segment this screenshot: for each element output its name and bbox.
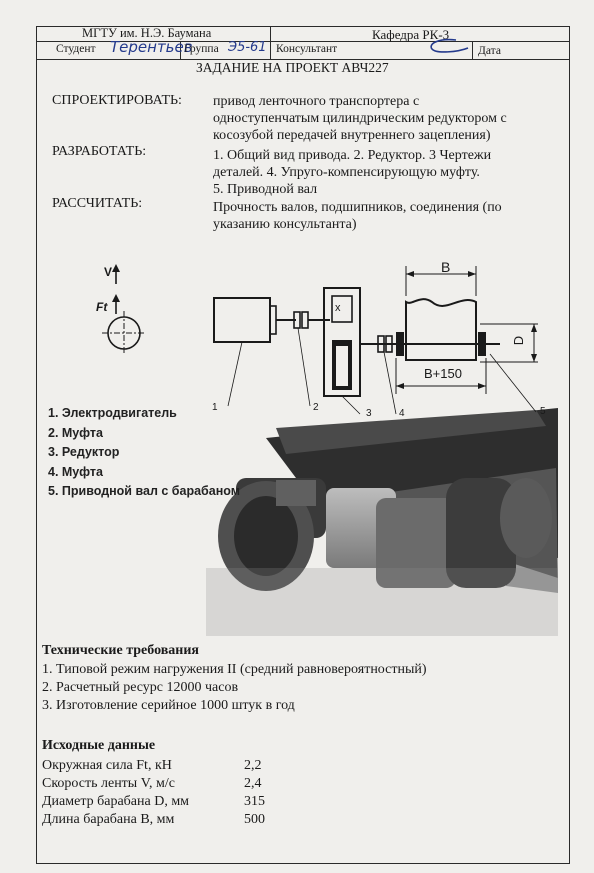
- student-label: Студент: [56, 43, 96, 55]
- drive-schematic: [213, 266, 538, 415]
- component-legend: 1. Электродвигатель 2. Муфта 3. Редуктор…: [48, 404, 240, 502]
- data-row-label: Длина барабана B, мм: [42, 812, 175, 827]
- header-divider: [180, 41, 181, 59]
- force-velocity-diagram: [102, 264, 146, 355]
- develop-text: 1. Общий вид привода. 2. Редуктор. 3 Чер…: [213, 147, 491, 198]
- text-line: указанию консультанта): [213, 217, 357, 232]
- gear-mark: x: [335, 302, 341, 314]
- data-row-value: 2,4: [244, 776, 262, 791]
- student-name: Терентьев: [110, 38, 193, 56]
- text-line: деталей. 4. Упруго-компенсирующую муфту.: [213, 165, 480, 180]
- calculate-text: Прочность валов, подшипников, соединения…: [213, 199, 502, 233]
- data-row-value: 500: [244, 812, 265, 827]
- calculate-label: РАССЧИТАТЬ:: [52, 196, 143, 211]
- text-line: 5. Приводной вал: [213, 182, 318, 197]
- initial-data-title: Исходные данные: [42, 738, 156, 753]
- legend-item: 5. Приводной вал с барабаном: [48, 484, 240, 498]
- design-label: СПРОЕКТИРОВАТЬ:: [52, 93, 182, 108]
- drum-length-label: B: [441, 259, 451, 275]
- text-line: 1. Общий вид привода. 2. Редуктор. 3 Чер…: [213, 148, 492, 163]
- date-label: Дата: [478, 45, 501, 57]
- university-name: МГТУ им. Н.Э. Баумана: [82, 26, 212, 40]
- signature: [430, 38, 469, 53]
- overall-length-label: B+150: [424, 366, 462, 381]
- header-divider: [270, 26, 271, 59]
- requirements-list: 1. Типовой режим нагружения II (средний …: [42, 661, 427, 715]
- velocity-label: V: [104, 265, 113, 279]
- callout-1: 1: [212, 402, 218, 413]
- data-row-value: 315: [244, 794, 265, 809]
- data-row-label: Скорость ленты V, м/с: [42, 776, 175, 791]
- group-value: Э5-61: [228, 40, 267, 55]
- department-name: Кафедра РК-3: [372, 27, 450, 42]
- develop-label: РАЗРАБОТАТЬ:: [52, 144, 147, 159]
- data-row-value: 2,2: [244, 758, 262, 773]
- requirement-item: 3. Изготовление серийное 1000 штук в год: [42, 698, 295, 713]
- drum-diameter-label: D: [511, 335, 527, 346]
- page-frame: [36, 26, 570, 864]
- data-row-label: Окружная сила Ft, кН: [42, 758, 172, 773]
- callout-2: 2: [313, 402, 319, 413]
- consultant-label: Консультант: [276, 43, 338, 55]
- text-line: Прочность валов, подшипников, соединения…: [213, 200, 502, 215]
- conveyor-drive-photo: [206, 408, 558, 636]
- requirement-item: 1. Типовой режим нагружения II (средний …: [42, 662, 427, 677]
- legend-item: 2. Муфта: [48, 425, 103, 440]
- callout-3: 3: [366, 408, 372, 419]
- legend-item: 3. Редуктор: [48, 445, 120, 459]
- callout-5: 5: [540, 406, 546, 417]
- callout-4: 4: [399, 408, 405, 419]
- data-row-label: Диаметр барабана D, мм: [42, 794, 190, 809]
- text-line: косозубой передачей внутреннего зацеплен…: [213, 128, 491, 143]
- header-row-2: [36, 41, 570, 60]
- requirements-title: Технические требования: [42, 643, 199, 658]
- text-line: одноступенчатым цилиндрическим редукторо…: [213, 111, 507, 126]
- group-label: Группа: [184, 43, 219, 55]
- design-text: привод ленточного транспортера с односту…: [213, 93, 507, 144]
- legend-item: 4. Муфта: [48, 464, 103, 479]
- legend-item: 1. Электродвигатель: [48, 406, 177, 420]
- requirement-item: 2. Расчетный ресурс 12000 часов: [42, 680, 239, 695]
- text-line: привод ленточного транспортера с: [213, 94, 420, 109]
- page-title: ЗАДАНИЕ НА ПРОЕКТ АВЧ227: [196, 60, 389, 75]
- header-row-1: [36, 26, 570, 42]
- force-label: Ft: [96, 300, 108, 314]
- header-divider: [472, 41, 473, 59]
